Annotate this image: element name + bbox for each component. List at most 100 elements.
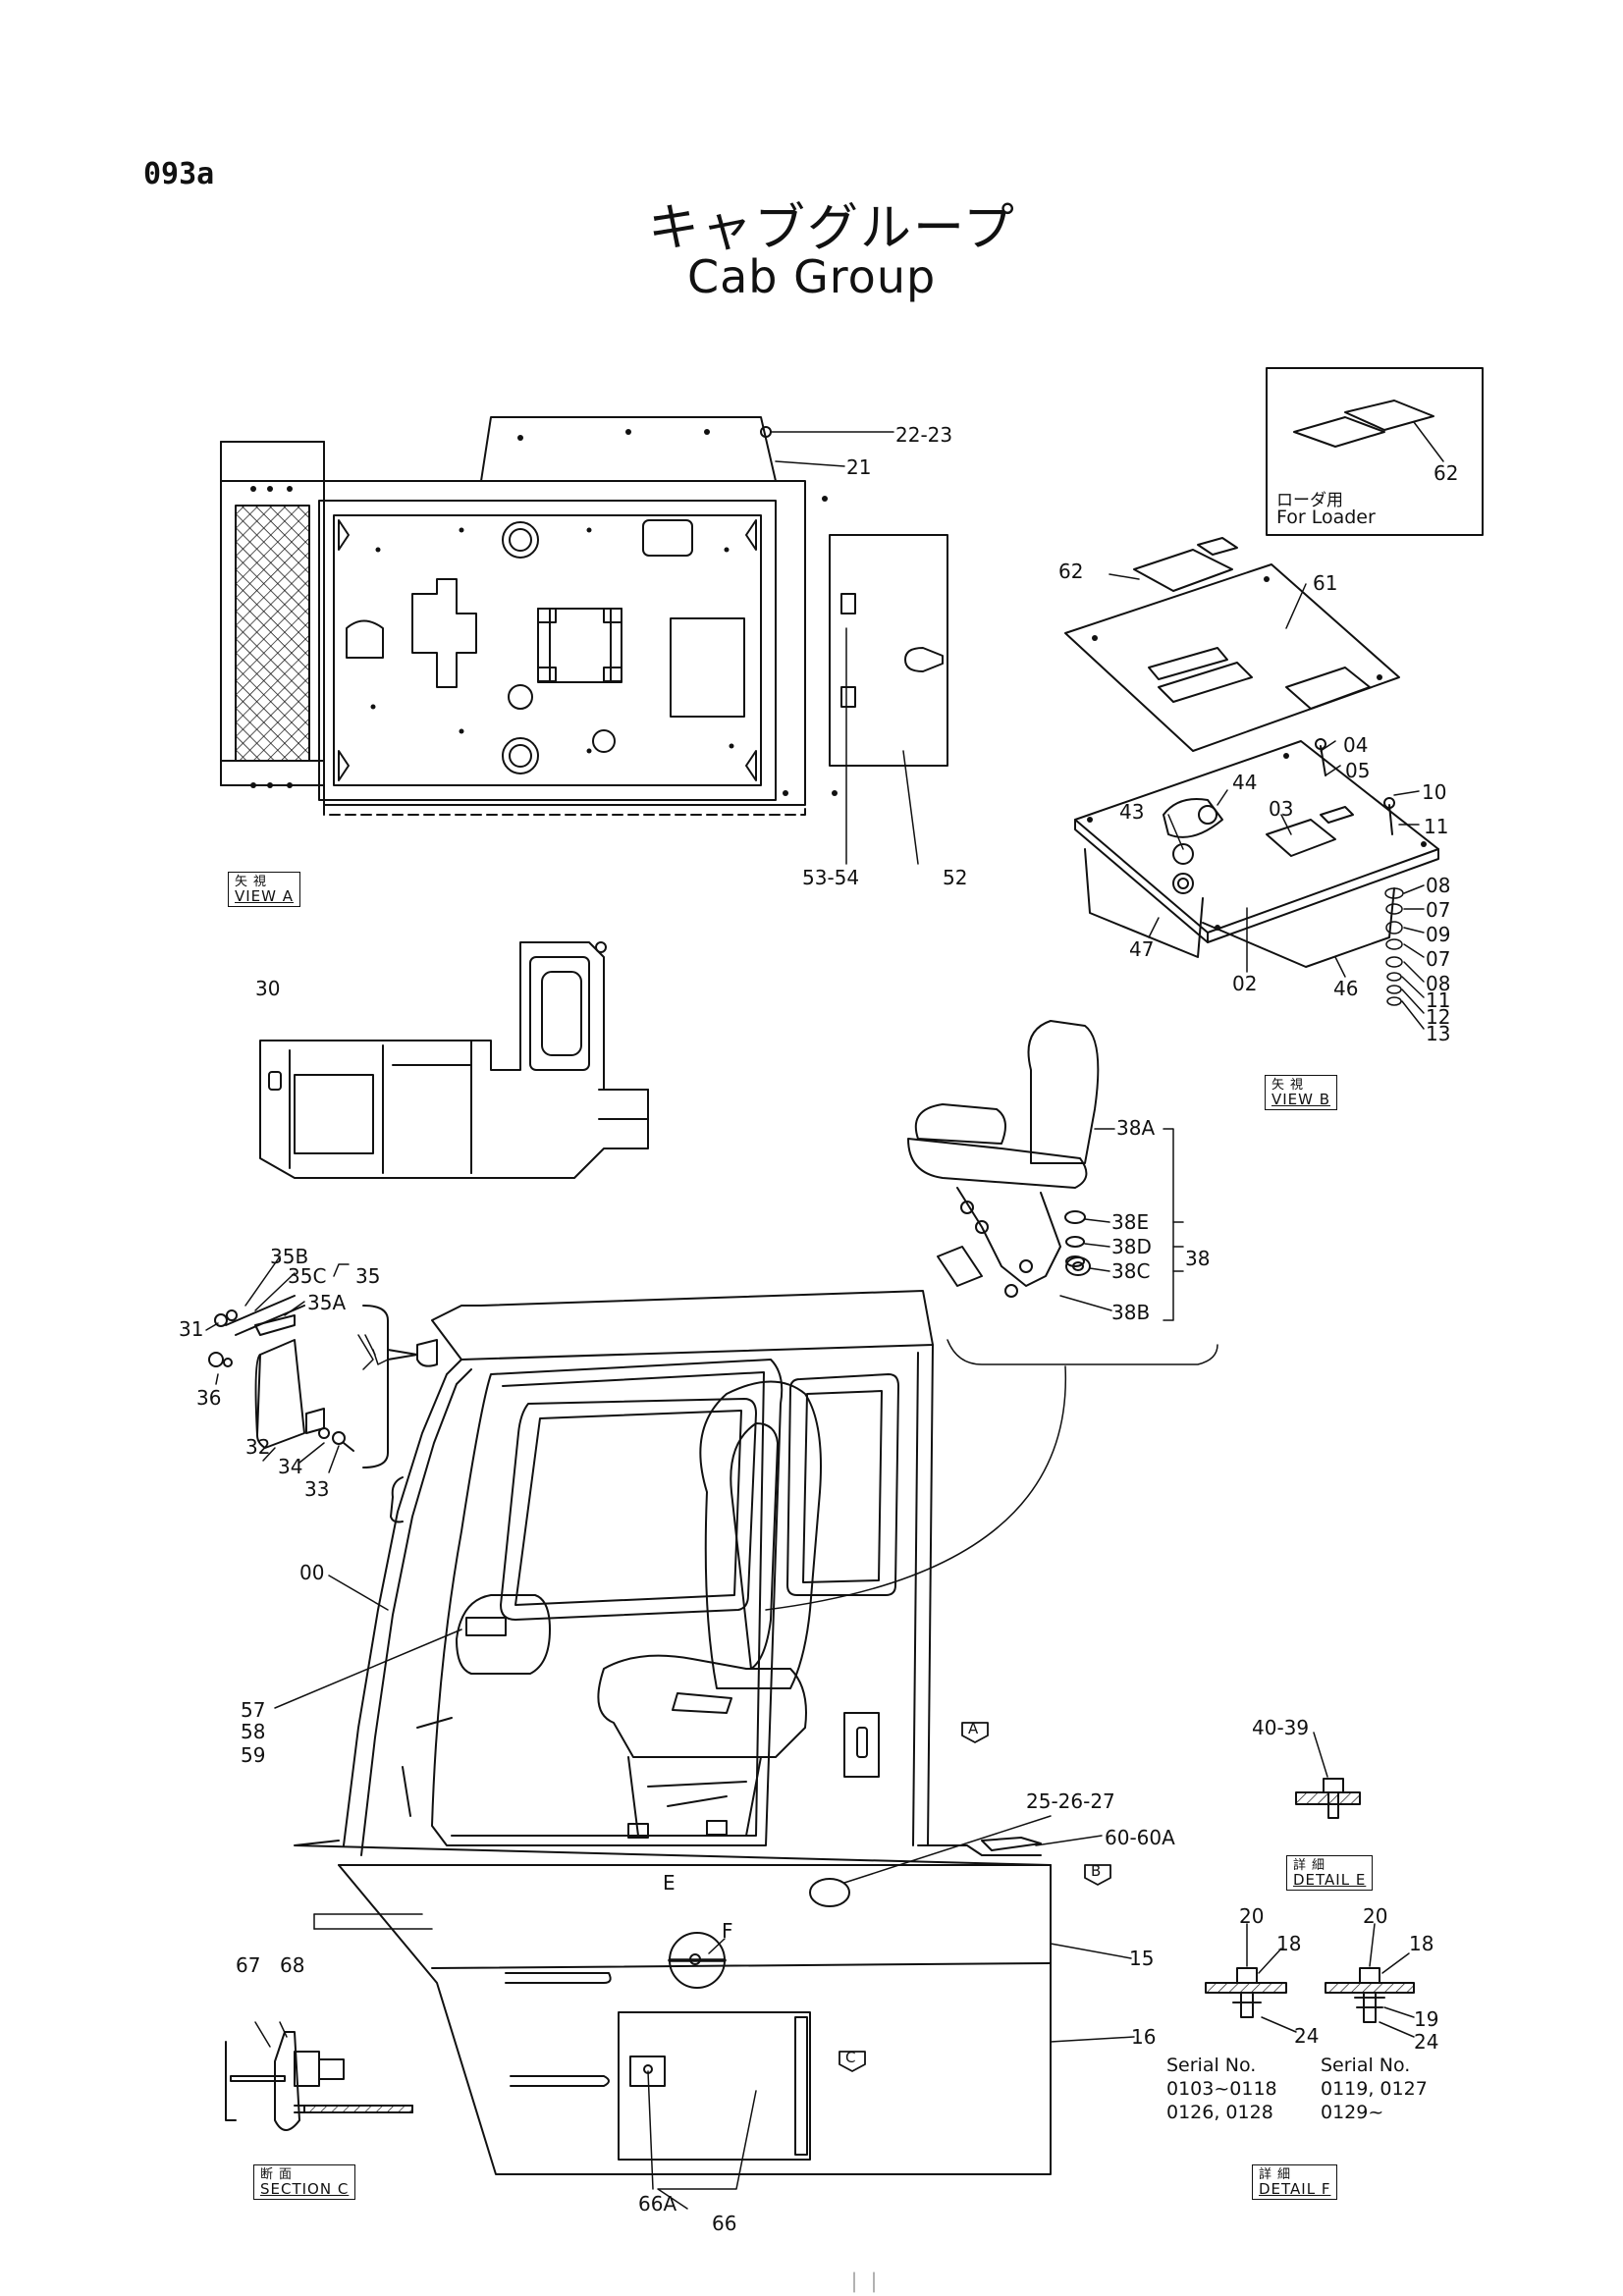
detail-e-label-jp: 詳細	[1293, 1858, 1331, 1873]
callout-38b: 38B	[1111, 1301, 1151, 1324]
callout-38d: 38D	[1111, 1235, 1152, 1258]
callout-35: 35	[355, 1264, 381, 1288]
callout-35a: 35A	[307, 1291, 347, 1314]
callout-11: 11	[1424, 815, 1449, 838]
callout-07-second: 07	[1426, 947, 1451, 971]
callout-05: 05	[1345, 759, 1371, 782]
callout-00: 00	[299, 1561, 325, 1584]
section-c-label: 断面 SECTION C	[253, 2164, 356, 2200]
callout-24: 24	[1294, 2024, 1320, 2048]
detail-f-label-jp: 詳細	[1259, 2167, 1297, 2182]
callout-11-second: 11	[1426, 988, 1451, 1012]
serial-left-line1: 0103~0118	[1166, 2078, 1277, 2100]
callout-12: 12	[1426, 1005, 1451, 1029]
view-b-leaders	[1109, 573, 1425, 1030]
callout-38c: 38C	[1111, 1259, 1151, 1283]
view-a-label-jp: 矢視	[235, 875, 273, 889]
view-a-plan	[220, 416, 948, 816]
callout-32: 32	[245, 1435, 271, 1459]
detail-e	[1295, 1732, 1361, 1819]
loader-label-jp: ローダ用	[1276, 491, 1343, 510]
callout-34: 34	[278, 1455, 303, 1478]
marker-b: B	[1091, 1862, 1102, 1880]
detail-f-label: 詳細 DETAIL F	[1252, 2164, 1338, 2200]
view-arrow-markers	[839, 1722, 1111, 2072]
serial-left-label: Serial No.	[1166, 2055, 1257, 2076]
callout-68: 68	[280, 1953, 305, 1977]
callout-46: 46	[1333, 977, 1359, 1000]
mirror-leaders	[205, 1255, 350, 1473]
marker-e: E	[663, 1871, 676, 1895]
cab-lower-deck	[313, 1837, 1052, 2175]
callout-59: 59	[241, 1743, 266, 1767]
detail-e-label: 詳細 DETAIL E	[1286, 1855, 1374, 1891]
callout-07: 07	[1426, 898, 1451, 922]
callout-47: 47	[1129, 937, 1155, 961]
callout-20-second: 20	[1363, 1904, 1388, 1928]
page-title-japanese: キャブグループ	[648, 199, 1016, 258]
callout-08-second: 08	[1426, 972, 1451, 995]
callout-35c: 35C	[288, 1264, 327, 1288]
marker-c: C	[845, 2049, 856, 2066]
view-a-label: 矢視 VIEW A	[228, 872, 301, 907]
callout-36: 36	[196, 1386, 222, 1410]
callout-38e: 38E	[1111, 1210, 1150, 1234]
callout-13: 13	[1426, 1022, 1451, 1045]
page-number: 093a	[143, 157, 215, 191]
loader-plate-box	[1266, 367, 1484, 536]
detail-e-label-en: DETAIL E	[1293, 1871, 1367, 1889]
view-b-label-jp: 矢視	[1271, 1078, 1310, 1093]
serial-right-line2: 0129~	[1321, 2102, 1384, 2123]
callout-09: 09	[1426, 923, 1451, 946]
serial-left-line2: 0126, 0128	[1166, 2102, 1273, 2123]
callout-20: 20	[1239, 1904, 1265, 1928]
callout-30: 30	[255, 977, 281, 1000]
page-title-english: Cab Group	[687, 250, 937, 303]
callout-03: 03	[1269, 797, 1294, 821]
callout-02: 02	[1232, 972, 1258, 995]
marker-a: A	[968, 1720, 979, 1737]
callout-66: 66	[712, 2212, 737, 2235]
callout-08: 08	[1426, 874, 1451, 897]
callout-58: 58	[241, 1720, 266, 1743]
loader-label-en: For Loader	[1276, 507, 1376, 528]
callout-18: 18	[1276, 1932, 1302, 1955]
scan-edge-marks	[853, 2271, 875, 2293]
serial-right-line1: 0119, 0127	[1321, 2078, 1428, 2100]
detail-f-label-en: DETAIL F	[1259, 2180, 1331, 2198]
callout-22-23: 22-23	[895, 423, 953, 447]
serial-note-right: Serial No. 0119, 0127 0129~	[1321, 2054, 1428, 2124]
callout-62: 62	[1058, 560, 1084, 583]
callout-66a: 66A	[638, 2192, 677, 2216]
callout-33: 33	[304, 1477, 330, 1501]
section-c-detail	[225, 2021, 413, 2131]
main-cab-body	[294, 1290, 1052, 1866]
callout-38a: 38A	[1116, 1116, 1156, 1140]
cab-seat	[597, 1380, 822, 1839]
callout-38: 38	[1185, 1247, 1211, 1270]
callout-15: 15	[1129, 1947, 1155, 1970]
callout-31: 31	[179, 1317, 204, 1341]
section-c-label-jp: 断面	[260, 2167, 298, 2182]
callout-04: 04	[1343, 733, 1369, 757]
callout-24-second: 24	[1414, 2030, 1439, 2054]
callout-40-39: 40-39	[1252, 1716, 1310, 1739]
callout-57: 57	[241, 1698, 266, 1722]
callout-21: 21	[846, 455, 872, 479]
serial-note-left: Serial No. 0103~0118 0126, 0128	[1166, 2054, 1277, 2124]
callout-16: 16	[1131, 2025, 1157, 2049]
marker-f: F	[722, 1919, 733, 1943]
seat-leaders	[765, 1128, 1218, 1611]
serial-right-label: Serial No.	[1321, 2055, 1411, 2076]
seat-assembly	[907, 1020, 1100, 1298]
callout-44: 44	[1232, 771, 1258, 794]
detail-f	[1205, 1923, 1415, 2038]
callout-61: 61	[1313, 571, 1338, 595]
callout-18-second: 18	[1409, 1932, 1434, 1955]
callout-52: 52	[943, 866, 968, 889]
callout-10: 10	[1422, 780, 1447, 804]
callout-19: 19	[1414, 2007, 1439, 2031]
view-b-label-en: VIEW B	[1271, 1091, 1331, 1108]
callout-62-loader: 62	[1434, 461, 1459, 485]
